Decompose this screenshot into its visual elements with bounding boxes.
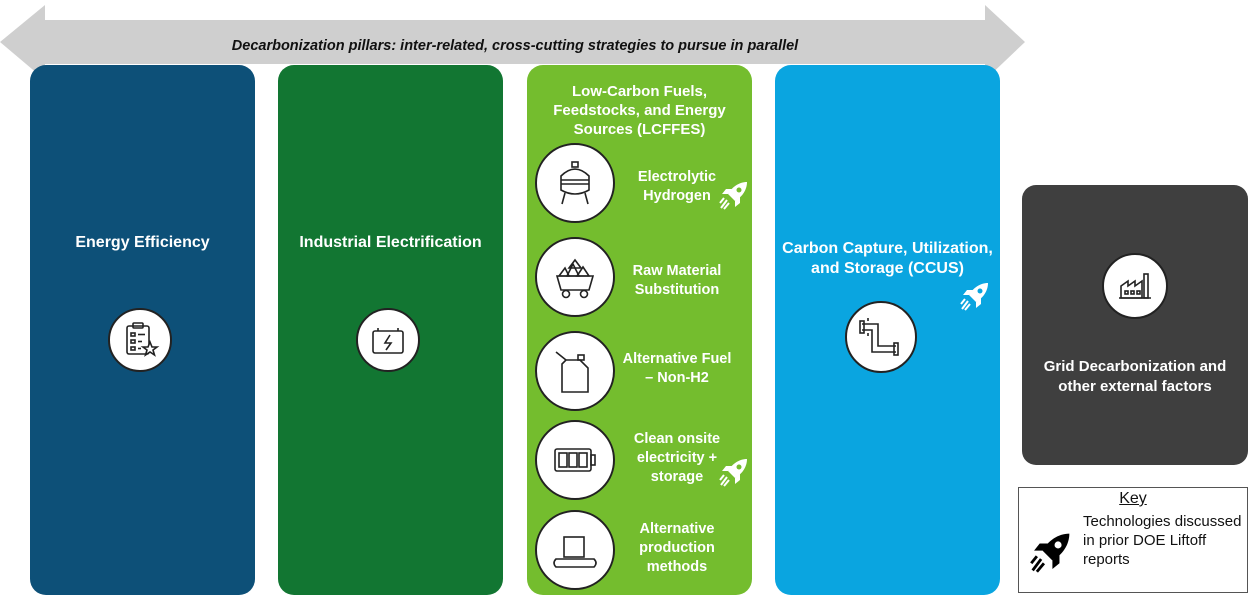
fuel-canister-icon [535, 331, 615, 411]
pillar-energy-efficiency: Energy Efficiency [30, 65, 255, 595]
key-title: Key [1119, 490, 1147, 507]
battery-bolt-icon [356, 308, 420, 372]
pillar-lcffes: Low-Carbon Fuels, Feedstocks, and Energy… [527, 65, 752, 595]
pillar-ccus: Carbon Capture, Utilization, and Storage… [775, 65, 1000, 595]
key-box: Key Technologies discussed in prior DOE … [1018, 487, 1248, 593]
lcffes-item-label: Alternative production methods [639, 521, 715, 575]
pillar-title: Low-Carbon Fuels, Feedstocks, and Energy… [553, 83, 726, 138]
key-text: Technologies discussed in prior DOE Lift… [1083, 513, 1242, 568]
external-factors-box: Grid Decarbonization and other external … [1022, 185, 1248, 465]
rocket-icon [960, 283, 988, 311]
lcffes-item-label: Alternative Fuel – Non-H2 [622, 351, 732, 386]
banner-double-arrow [0, 5, 1025, 80]
pillar-industrial-electrification: Industrial Electrification [278, 65, 503, 595]
mine-cart-icon [535, 237, 615, 317]
lcffes-item-label: Electrolytic Hydrogen [637, 169, 717, 204]
rocket-icon [1030, 533, 1070, 573]
banner-text: Decarbonization pillars: inter-related, … [231, 38, 799, 54]
conveyor-icon [535, 510, 615, 590]
checklist-icon [108, 308, 172, 372]
rocket-icon [719, 459, 747, 487]
lcffes-item-label: Clean onsite electricity + storage [633, 431, 721, 485]
external-factors-title: Grid Decarbonization and other external … [1043, 358, 1227, 395]
rocket-icon [719, 182, 747, 210]
pillar-title: Industrial Electrification [299, 234, 482, 251]
pillar-title: Energy Efficiency [75, 234, 210, 251]
pipeline-icon [845, 301, 917, 373]
pillar-title: Carbon Capture, Utilization, and Storage… [782, 240, 993, 277]
factory-icon [1102, 253, 1168, 319]
lcffes-item-label: Raw Material Substitution [632, 263, 722, 298]
electrolyzer-tank-icon [535, 143, 615, 223]
battery-cells-icon [535, 420, 615, 500]
